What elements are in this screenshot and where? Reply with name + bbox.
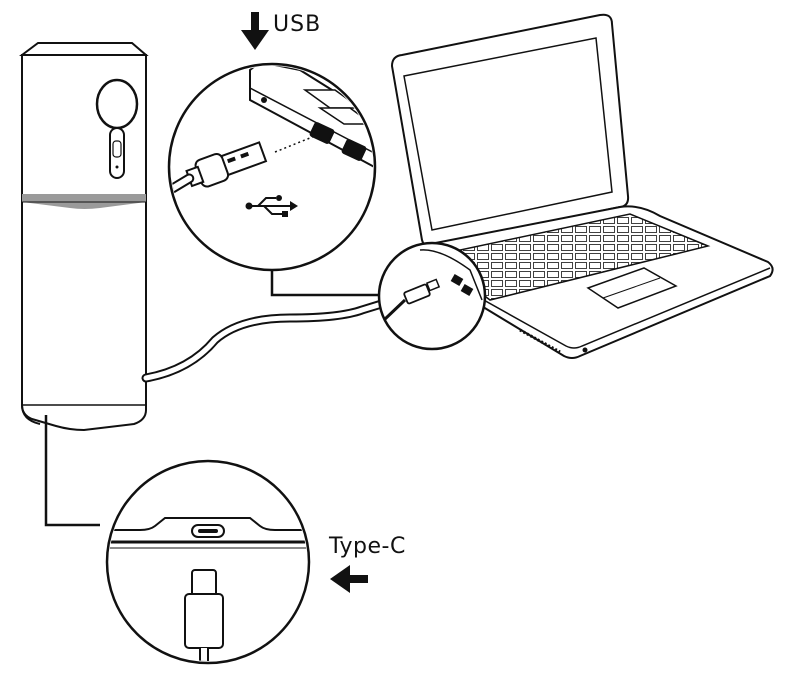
- usb-port-zoom: [167, 62, 377, 272]
- typec-port-zoom: [105, 459, 311, 665]
- laptop: [390, 13, 774, 359]
- type-c-label: Type-C: [329, 534, 406, 559]
- usb-icon: [245, 195, 298, 217]
- speakerphone-device: [19, 42, 149, 432]
- arrow-left-icon: [330, 565, 368, 593]
- usb-label: USB: [273, 12, 322, 37]
- callout-line-usb: [270, 265, 379, 297]
- callout-line-typec: [44, 415, 100, 527]
- camera-lens-icon: [95, 78, 139, 179]
- arrow-down-icon: [241, 12, 269, 50]
- laptop-port-zoom: [377, 241, 487, 351]
